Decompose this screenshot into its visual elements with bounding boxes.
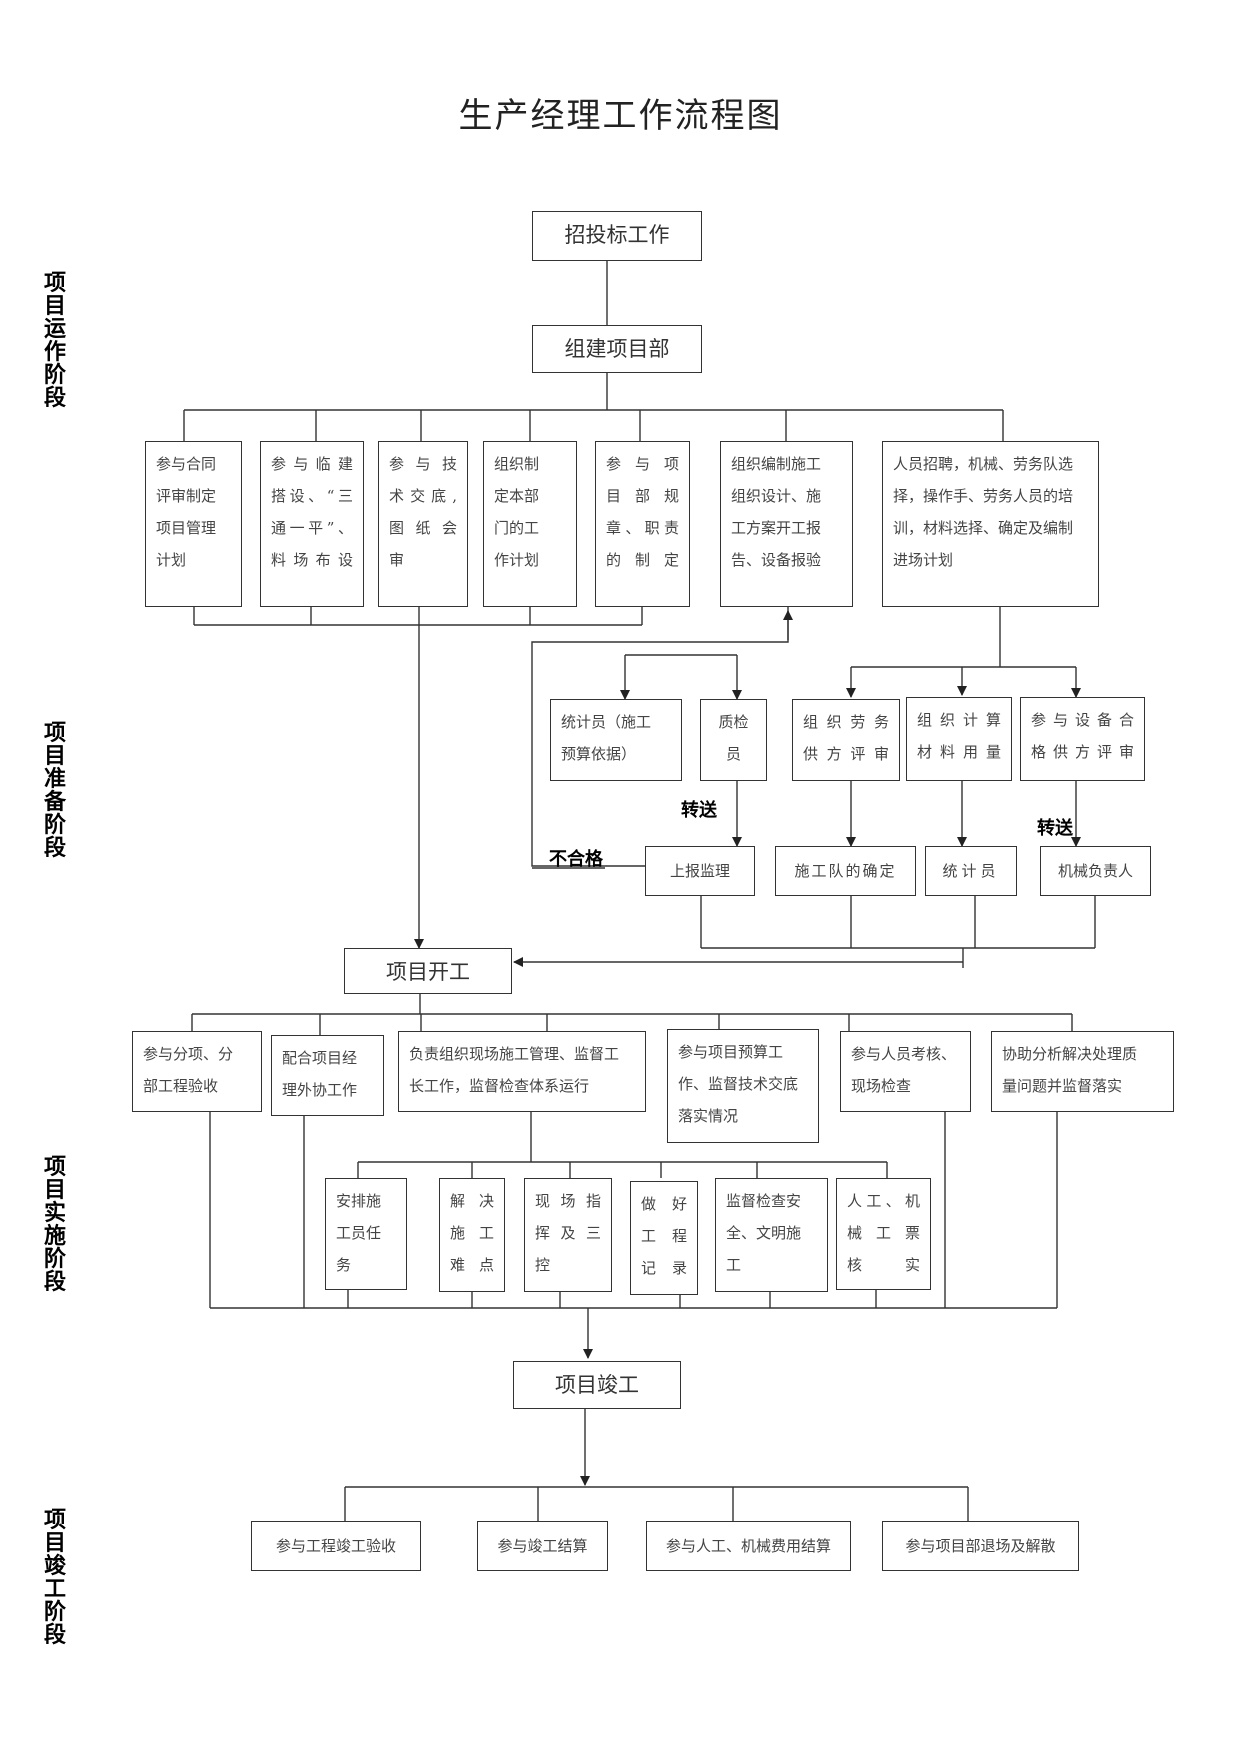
task-contract-review: 参与合同 评审制定 项目管理 计划	[145, 441, 242, 607]
result-machinery-manager: 机械负责人	[1040, 846, 1151, 896]
phase-label-implementation: 项目实施阶段	[43, 1155, 66, 1295]
result-statistician: 统计员	[925, 846, 1017, 896]
completion-task-withdrawal: 参与项目部退场及解散	[882, 1521, 1079, 1571]
task-temporary-facilities: 参与临建 搭设、“三 通一平”、 料场布设	[260, 441, 364, 607]
phase-label-preparation: 项目准备阶段	[43, 721, 66, 861]
subtask-assign-staff: 安排施 工员任 务	[325, 1178, 407, 1290]
subtask-site-command: 现场指 挥及三 控	[524, 1178, 612, 1292]
label-unqualified: 不合格	[549, 849, 603, 870]
phase-label-operation: 项目运作阶段	[43, 271, 66, 411]
task-technical-disclosure: 参与技 术交底, 图纸会 审	[378, 441, 468, 607]
impl-task-site-management: 负责组织现场施工管理、监督工 长工作，监督检查体系运行	[398, 1031, 646, 1112]
subtask-safety-inspection: 监督检查安 全、文明施 工	[715, 1178, 828, 1292]
task-rules-duties: 参与项 目部规 章、职责 的制定	[595, 441, 690, 607]
result-report-supervisor: 上报监理	[645, 846, 755, 896]
impl-task-external-coordination: 配合项目经 理外协工作	[271, 1035, 384, 1116]
phase-label-completion: 项目竣工阶段	[43, 1508, 66, 1648]
step-setup-project-dept: 组建项目部	[532, 325, 702, 373]
impl-task-acceptance: 参与分项、分 部工程验收	[132, 1031, 262, 1112]
impl-task-budget-supervision: 参与项目预算工 作、监督技术交底 落实情况	[667, 1029, 819, 1143]
selection-material-quantity: 组织计算 材料用量	[906, 697, 1012, 781]
role-quality-inspector: 质检 员	[700, 699, 767, 781]
subtask-records: 做好 工程 记录	[630, 1181, 698, 1295]
step-bidding: 招投标工作	[532, 211, 702, 261]
completion-task-acceptance: 参与工程竣工验收	[251, 1521, 421, 1571]
page-title: 生产经理工作流程图	[458, 96, 783, 136]
step-project-completion: 项目竣工	[513, 1361, 681, 1409]
step-project-start: 项目开工	[344, 948, 512, 994]
label-transfer-1: 转送	[681, 800, 717, 821]
task-construction-design: 组织编制施工 组织设计、施 工方案开工报 告、设备报验	[720, 441, 853, 607]
label-transfer-2: 转送	[1037, 818, 1073, 839]
impl-task-personnel-assessment: 参与人员考核、 现场检查	[840, 1031, 971, 1112]
impl-task-quality-problems: 协助分析解决处理质 量问题并监督落实	[991, 1031, 1174, 1112]
completion-task-settlement: 参与竣工结算	[477, 1521, 608, 1571]
selection-labor-supplier: 组织劳务 供方评审	[792, 699, 900, 781]
subtask-solve-difficulties: 解决 施工 难点	[439, 1178, 505, 1292]
result-team-determined: 施工队的确定	[775, 846, 916, 896]
role-statistician-budget: 统计员（施工 预算依据）	[550, 699, 682, 781]
subtask-ticket-verification: 人工、机 械工票 核实	[836, 1178, 931, 1290]
task-department-plan: 组织制 定本部 门的工 作计划	[483, 441, 577, 607]
completion-task-labor-machine-settlement: 参与人工、机械费用结算	[646, 1521, 851, 1571]
selection-equipment-supplier: 参与设备合 格供方评审	[1020, 697, 1145, 781]
task-recruitment: 人员招聘，机械、劳务队选 择，操作手、劳务人员的培 训，材料选择、确定及编制 进…	[882, 441, 1099, 607]
